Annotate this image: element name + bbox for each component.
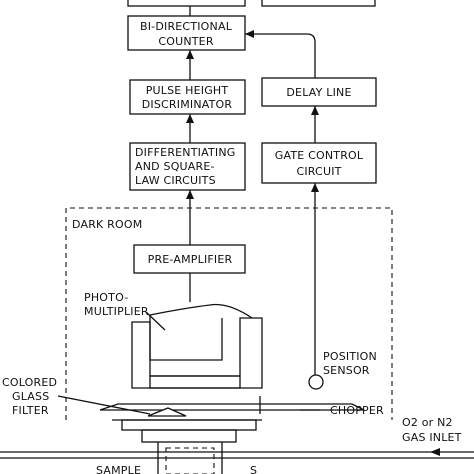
photomultiplier-label-line1: PHOTO- [84, 291, 128, 304]
top-partial-box-right [261, 0, 376, 7]
arrow-into-differentiating [186, 190, 194, 199]
partial-bottom-label: S [250, 464, 257, 474]
top-partial-box-left [127, 0, 246, 7]
differentiating-line2: AND SQUARE- [135, 160, 215, 173]
photomultiplier-pointer [145, 311, 166, 331]
gate-control-block: GATE CONTROL CIRCUIT [261, 142, 377, 184]
position-sensor-icon [308, 374, 324, 390]
sample-region [165, 447, 215, 474]
pulse-height-discriminator-block: PULSE HEIGHT DISCRIMINATOR [129, 79, 246, 115]
photomultiplier-housing [131, 317, 263, 389]
flange-mid [141, 429, 237, 443]
flange-top [121, 419, 257, 431]
discriminator-line1: PULSE HEIGHT [146, 84, 229, 97]
dark-room-enclosure: DARK ROOM [65, 207, 393, 420]
gas-inlet-line1: O2 or N2 [402, 416, 453, 429]
gate-control-line2: CIRCUIT [296, 165, 341, 178]
pre-amplifier-block: PRE-AMPLIFIER [133, 244, 246, 274]
gas-inlet-tube [0, 448, 474, 459]
position-sensor-line1: POSITION [323, 350, 377, 363]
gas-flow-arrow [430, 448, 440, 456]
arrow-into-discriminator [186, 114, 194, 123]
gate-control-line1: GATE CONTROL [275, 149, 364, 162]
chopper-assembly [99, 396, 365, 417]
sample-label: SAMPLE [96, 464, 141, 474]
photomultiplier-window [149, 375, 241, 389]
colored-glass-filter-icon [147, 407, 187, 417]
differentiating-line3: LAW CIRCUITS [135, 174, 216, 187]
bidirectional-counter-line2: COUNTER [158, 35, 213, 48]
photomultiplier-assembly [131, 303, 263, 389]
arrow-into-counter-bottom [186, 50, 194, 59]
chopper-disk-top [99, 403, 365, 411]
photomultiplier-tube-top [149, 303, 253, 319]
chopper-label: CHOPPER [330, 404, 384, 417]
dark-room-label: DARK ROOM [72, 218, 142, 231]
arrow-into-counter [245, 30, 254, 38]
bidirectional-counter-line1: BI-DIRECTIONAL [140, 20, 233, 33]
filter-label-line2: GLASS [12, 390, 49, 403]
bidirectional-counter-block: BI-DIRECTIONAL COUNTER [127, 15, 246, 51]
pre-amplifier-label: PRE-AMPLIFIER [148, 253, 233, 266]
arrow-into-delay-line [311, 106, 319, 115]
sample-holder-assembly [112, 419, 262, 474]
delay-to-counter-line [245, 33, 316, 80]
differentiating-circuits-block: DIFFERENTIATING AND SQUARE- LAW CIRCUITS [129, 142, 246, 191]
photomultiplier-tube-body [149, 315, 223, 361]
position-sensor-line2: SENSOR [323, 364, 370, 377]
arrow-into-gate-control [311, 183, 319, 192]
filter-label-line3: FILTER [12, 404, 49, 417]
discriminator-line2: DISCRIMINATOR [142, 98, 233, 111]
delay-line-label: DELAY LINE [286, 86, 351, 99]
filter-label-line1: COLORED [2, 376, 57, 389]
differentiating-line1: DIFFERENTIATING [135, 146, 236, 159]
delay-line-block: DELAY LINE [261, 77, 377, 107]
filter-pointer [57, 395, 151, 415]
photomultiplier-label-line2: MULTIPLIER [84, 305, 149, 318]
gas-inlet-line2: GAS INLET [402, 431, 462, 444]
